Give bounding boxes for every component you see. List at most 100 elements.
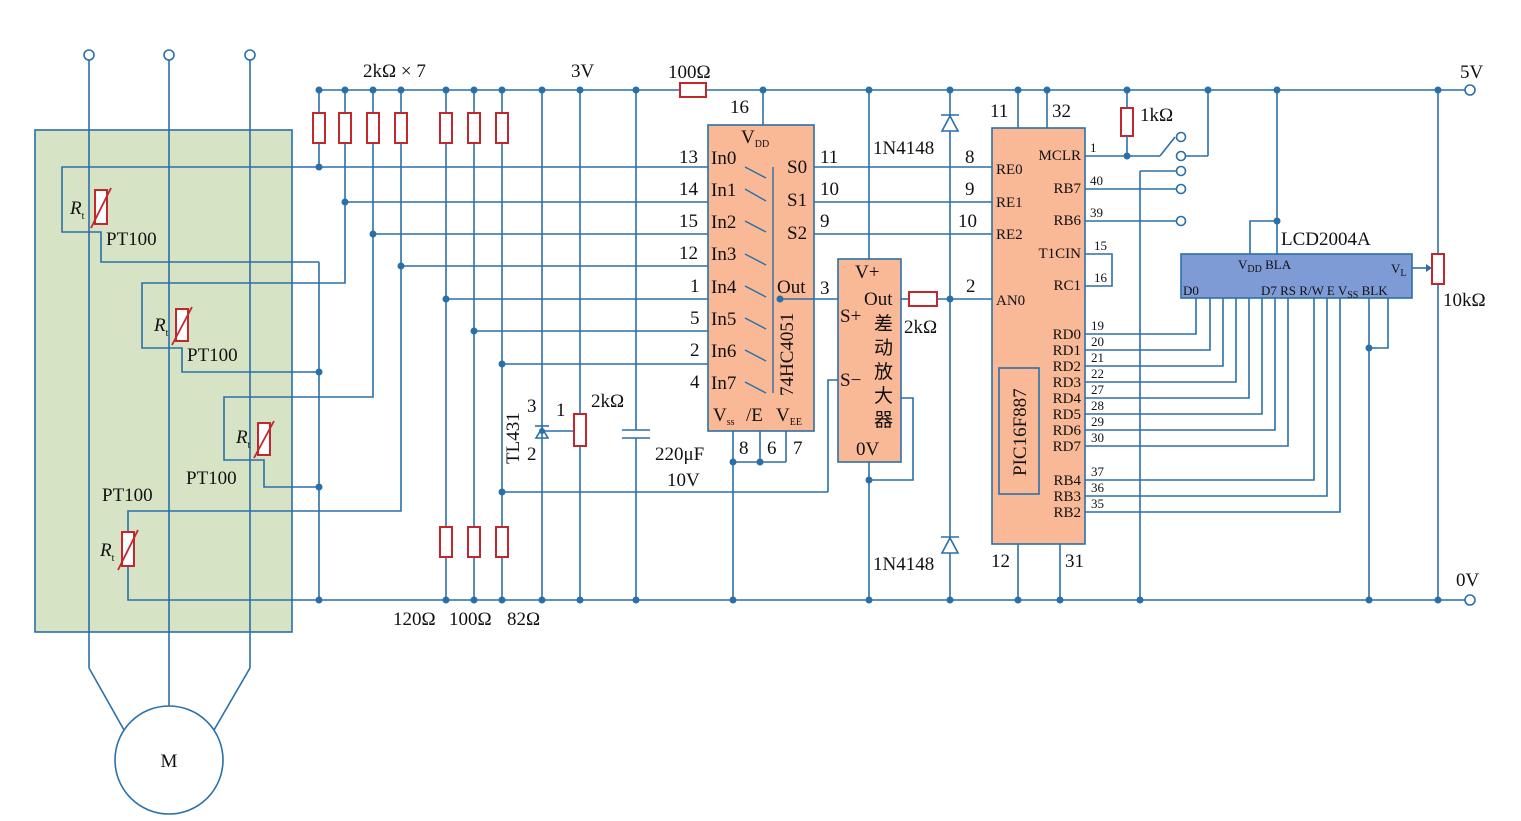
mux-out: Out xyxy=(777,277,806,298)
motor-terminal-2[interactable] xyxy=(163,49,175,61)
mcu-pin-an0: 2 xyxy=(966,276,976,297)
mux-pin-in2: 15 xyxy=(679,211,698,232)
mcu-data-wires xyxy=(1085,298,1341,513)
capacitor-220uf: 220μF 10V xyxy=(622,90,704,600)
pt100-label-4: PT100 xyxy=(102,485,153,506)
rt-label-1: Rt xyxy=(69,198,85,222)
mcu-pic16f887: 11 32 12 31 RE0 RE1 RE2 AN0 MCLR RB7 RB6… xyxy=(990,90,1108,600)
lcd-d7-label: D7 RS R/W E VSS BLK xyxy=(1261,283,1388,301)
lcd-2004a: LCD2004A VDD BLA VL D0 D7 RS R/W E VSS B… xyxy=(1180,90,1432,600)
pt100-label-1: PT100 xyxy=(106,229,157,250)
tl431-label: TL431 xyxy=(503,412,524,464)
cap-voltage: 10V xyxy=(667,470,700,491)
lcd-vdd: VDD BLA xyxy=(1238,257,1292,275)
diode-label-top: 1N4148 xyxy=(873,138,934,159)
mcu-rb7: RB7 xyxy=(1053,181,1081,197)
amp-char-4: 器 xyxy=(874,409,893,431)
mux-name: 74HC4051 xyxy=(777,313,798,396)
mux-input-wires xyxy=(315,163,828,496)
mux-bottom-wires xyxy=(729,431,787,600)
mcu-re1: RE1 xyxy=(996,195,1023,211)
mcu-rb3: RB3 xyxy=(1053,489,1081,505)
amp-sminus: S− xyxy=(840,370,861,391)
mux-vee: VEE xyxy=(776,405,802,428)
mcu-rd-labels: RD0 RD1 RD2 RD3 RD4 RD5 RD6 RD7 RB4 RB3 … xyxy=(1053,318,1105,521)
amp-char-2: 放 xyxy=(874,361,893,383)
rt-label-4: Rt xyxy=(99,540,115,564)
pt100-sensor-1: Rt PT100 xyxy=(61,166,319,263)
mux-in6: In6 xyxy=(711,341,736,362)
mcu-pin30: 30 xyxy=(1091,430,1104,445)
mcu-rd6: RD6 xyxy=(1053,423,1082,439)
mux-pin-in3: 12 xyxy=(679,243,698,264)
mux-s0: S0 xyxy=(787,157,807,178)
sensor-panel xyxy=(34,129,293,633)
pt100-sensor-4: Rt PT100 xyxy=(99,266,402,601)
mcu-pin35: 35 xyxy=(1091,496,1104,511)
mcu-mclr: MCLR xyxy=(1038,148,1081,164)
lcd-vl: VL xyxy=(1391,261,1407,279)
lcd-body xyxy=(1180,253,1413,299)
resistor-82 xyxy=(495,526,509,558)
mcu-pin-re1: 9 xyxy=(965,179,975,200)
resistor-100-bottom xyxy=(467,526,481,558)
mcu-pin37: 37 xyxy=(1091,464,1105,479)
tl431-reference: TL431 3 2 1 xyxy=(503,90,582,600)
mux-in2: In2 xyxy=(711,212,736,233)
motor-terminal-1[interactable] xyxy=(83,49,95,61)
mux-pin-s0: 11 xyxy=(820,147,838,168)
mux-pin16: 16 xyxy=(730,97,749,118)
mux-vss: Vss xyxy=(713,405,735,428)
pt100-label-2: PT100 xyxy=(187,345,238,366)
mcu-pin31: 31 xyxy=(1065,551,1084,572)
mux-in7: In7 xyxy=(711,373,736,394)
terminal-5v[interactable] xyxy=(1464,84,1476,96)
mcu-pin20: 20 xyxy=(1091,334,1104,349)
mux-pin-in6: 2 xyxy=(690,340,700,361)
mcu-pin-re2: 10 xyxy=(958,211,977,232)
mcu-pin28: 28 xyxy=(1091,398,1104,413)
mcu-rd3: RD3 xyxy=(1053,375,1081,391)
pt100-label-3: PT100 xyxy=(186,468,237,489)
mcu-name: PIC16F887 xyxy=(1010,388,1031,476)
label-0v: 0V xyxy=(1456,570,1480,591)
mcu-pin11: 11 xyxy=(990,101,1008,122)
rail-5v xyxy=(319,82,1476,98)
label-120: 120Ω xyxy=(393,609,436,630)
mcu-rc1: RC1 xyxy=(1053,278,1081,294)
mux-e: /E xyxy=(746,405,763,426)
mcu-pin-re0: 8 xyxy=(965,147,975,168)
mux-pin-in7: 4 xyxy=(690,372,700,393)
mux-pin-in5: 5 xyxy=(690,308,700,329)
motor-terminal-3[interactable] xyxy=(244,49,256,61)
mux-in5: In5 xyxy=(711,309,736,330)
label-82: 82Ω xyxy=(507,609,540,630)
lcd-d0: D0 xyxy=(1183,283,1199,298)
pt100-sensor-3: Rt PT100 xyxy=(186,234,374,489)
tl431-pin1: 1 xyxy=(556,400,566,421)
pot-10k-label: 10kΩ xyxy=(1443,290,1486,311)
mcu-rd2: RD2 xyxy=(1053,359,1081,375)
cap-value: 220μF xyxy=(655,444,704,465)
mcu-t1cin: T1CIN xyxy=(1039,246,1082,262)
amp-char-3: 大 xyxy=(874,385,893,407)
mcu-pin19: 19 xyxy=(1091,318,1104,333)
mcu-pin1: 1 xyxy=(1090,140,1097,155)
rt-label-3: Rt xyxy=(235,427,251,451)
mux-pin8: 8 xyxy=(739,438,749,459)
mcu-pin21: 21 xyxy=(1091,350,1104,365)
resistor-1k xyxy=(1120,107,1134,137)
label-ladder: 2kΩ × 7 xyxy=(363,61,426,82)
amp-out: Out xyxy=(864,289,893,310)
label-1k: 1kΩ xyxy=(1140,105,1173,126)
mcu-re0: RE0 xyxy=(996,162,1023,178)
resistor-100-top xyxy=(679,82,707,98)
mcu-pin27: 27 xyxy=(1091,382,1105,397)
tl431-pin3: 3 xyxy=(527,396,537,417)
label-100-bottom: 100Ω xyxy=(449,609,492,630)
motor-label: M xyxy=(161,751,178,772)
mcu-rb6: RB6 xyxy=(1053,213,1081,229)
terminal-0v[interactable] xyxy=(1464,594,1476,606)
mcu-rd5: RD5 xyxy=(1053,407,1081,423)
mux-in3: In3 xyxy=(711,244,736,265)
